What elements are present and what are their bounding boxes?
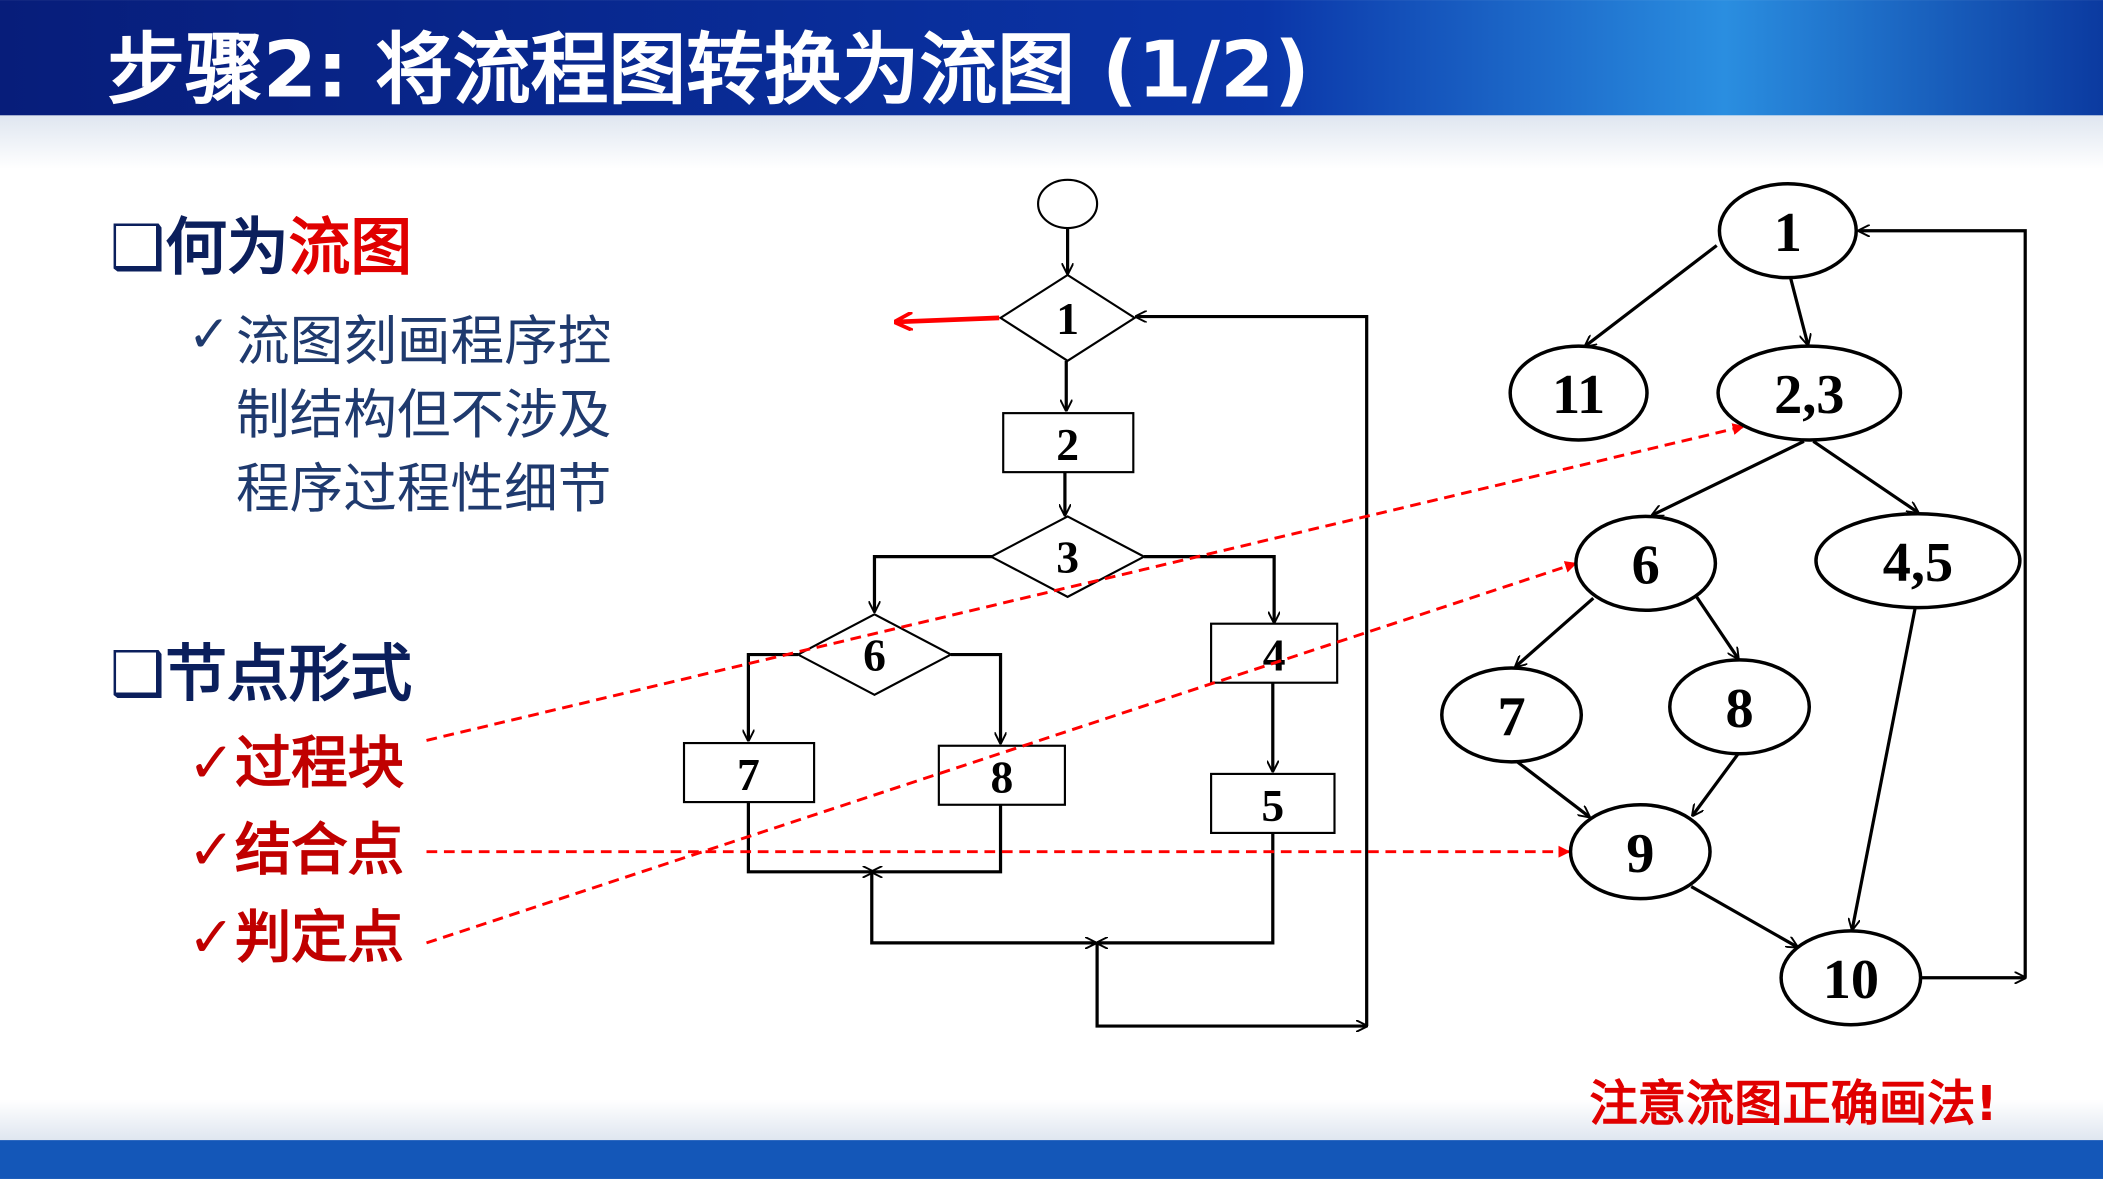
node-label: 4,5: [1883, 532, 1953, 594]
graph-node-8: [1668, 658, 1812, 756]
node-label: 1: [1056, 293, 1079, 344]
node-label: 2,3: [1774, 364, 1844, 426]
heading-prefix: 何为: [165, 211, 288, 283]
note-text: 注意流图正确画法!: [1589, 1076, 1997, 1132]
check-icon: ✓: [188, 305, 231, 364]
desc-line: 程序过程性细节: [236, 457, 611, 520]
node-label: 1: [1774, 202, 1802, 264]
graph-node-2-3: [1716, 344, 1903, 442]
item-label: 结合点: [235, 818, 404, 883]
node-label: 7: [1497, 686, 1525, 748]
heading-text: 节点形式: [165, 638, 412, 710]
process-7: [682, 741, 816, 804]
exit-arrow: [896, 318, 1000, 322]
mapping-decision: [426, 561, 1578, 945]
footer-shadow: [0, 1099, 2103, 1141]
node-label: 6: [863, 630, 886, 681]
node-label: 11: [1552, 364, 1605, 426]
desc-line: 制结构但不涉及: [236, 383, 611, 446]
node-label: 8: [1725, 678, 1753, 740]
desc-line: 流图刻画程序控: [236, 309, 611, 372]
graph-node-11: [1508, 344, 1649, 442]
node-label: 2: [1056, 419, 1079, 470]
graph-node-4-5: [1814, 511, 2022, 610]
decision-1: [998, 273, 1137, 363]
node-label: 7: [737, 749, 760, 800]
process-4: [1210, 622, 1339, 684]
title-bar: [0, 0, 2103, 116]
check-icon: ✓: [188, 731, 235, 796]
graph-node-1: [1717, 182, 1858, 280]
check-icon: ✓: [188, 818, 235, 883]
flow-graph: 1 11 2,3 6 4,5 7 8 9 10: [1440, 182, 2027, 1027]
node-label: 4: [1263, 630, 1286, 681]
graph-node-9: [1568, 803, 1712, 901]
footer-bar: [0, 1140, 2103, 1179]
bullet-icon: ❑: [110, 211, 165, 283]
process-2: [1002, 412, 1135, 474]
node-label: 9: [1626, 823, 1654, 885]
node-label: 10: [1823, 949, 1879, 1011]
mapping-lines: [426, 423, 1745, 945]
heading-highlight: 流图: [289, 211, 412, 283]
start-node: [1037, 178, 1099, 230]
slide-title: 步骤2: 将流程图转换为流图 (1/2): [107, 26, 1309, 116]
flowchart: 1 2 3 6 7 8 4 5: [682, 178, 1369, 1026]
title-shadow: [0, 115, 2103, 170]
bullet-icon: ❑: [110, 638, 165, 710]
process-8: [937, 744, 1066, 806]
section2-heading: ❑节点形式: [110, 638, 412, 710]
section1-heading: ❑何为流图: [110, 211, 412, 283]
check-icon: ✓: [188, 905, 235, 970]
item-label: 过程块: [235, 731, 405, 796]
graph-node-6: [1574, 514, 1718, 613]
item-label: 判定点: [235, 905, 404, 970]
node-label: 6: [1632, 534, 1660, 596]
node-label: 5: [1261, 780, 1284, 831]
process-5: [1210, 772, 1336, 835]
node-form-item: ✓过程块: [188, 731, 405, 796]
node-label: 3: [1056, 532, 1079, 583]
node-form-item: ✓判定点: [188, 905, 404, 970]
graph-node-7: [1440, 666, 1584, 764]
node-label: 8: [990, 752, 1013, 803]
graph-node-10: [1779, 929, 1923, 1027]
node-form-item: ✓结合点: [188, 818, 404, 883]
